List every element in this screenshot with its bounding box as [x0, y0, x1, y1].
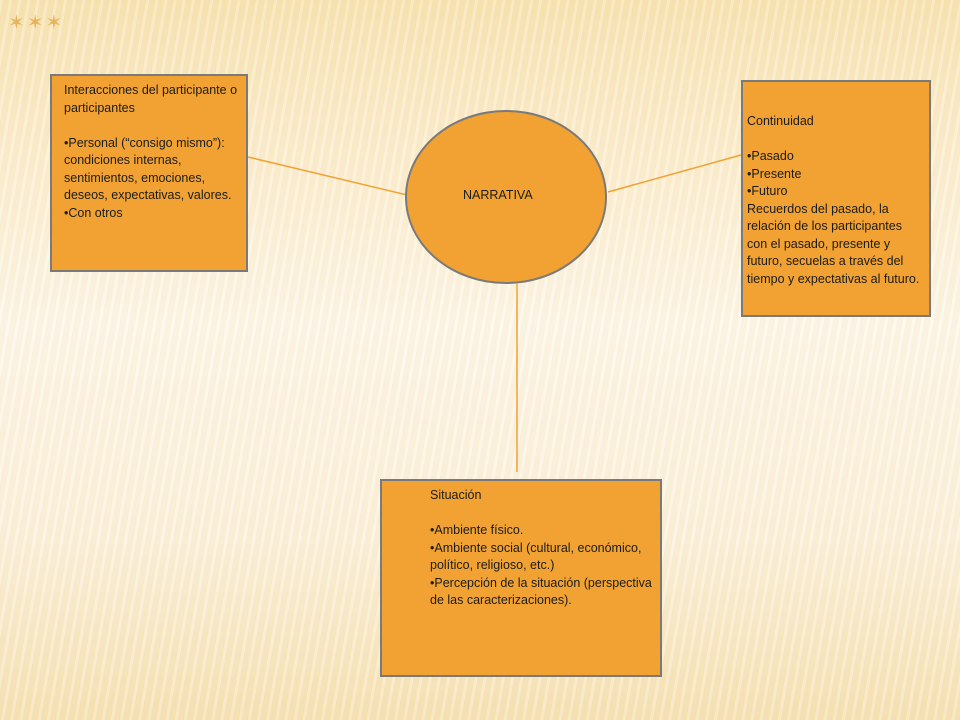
- left-box-title: Interacciones del participante o partici…: [64, 83, 241, 115]
- right-box-title: Continuidad: [747, 114, 814, 128]
- stars-icon: ✶✶✶: [8, 12, 65, 34]
- left-box: Interacciones del participante o partici…: [50, 74, 248, 272]
- bottom-box-title: Situación: [430, 488, 482, 502]
- bottom-box: Situación •Ambiente físico. •Ambiente so…: [380, 479, 662, 677]
- center-ellipse: NARRATIVA: [405, 110, 607, 284]
- connector-left: [247, 156, 408, 196]
- right-box-item: •Futuro: [747, 184, 788, 198]
- left-box-item: •Personal (“consigo mismo”): condiciones…: [64, 135, 232, 203]
- left-box-item: •Con otros: [64, 205, 123, 220]
- right-box-item: •Pasado: [747, 149, 794, 163]
- bottom-box-item: •Ambiente social (cultural, económico, p…: [430, 540, 645, 573]
- bottom-box-item: •Percepción de la situación (perspectiva…: [430, 575, 656, 608]
- right-box: Continuidad •Pasado •Presente •Futuro Re…: [741, 80, 931, 317]
- center-label: NARRATIVA: [463, 188, 533, 202]
- right-box-item: •Presente: [747, 166, 802, 181]
- bottom-box-item: •Ambiente físico.: [430, 523, 524, 537]
- connector-right: [607, 154, 742, 193]
- right-box-description: Recuerdos del pasado, la relación de los…: [747, 201, 920, 286]
